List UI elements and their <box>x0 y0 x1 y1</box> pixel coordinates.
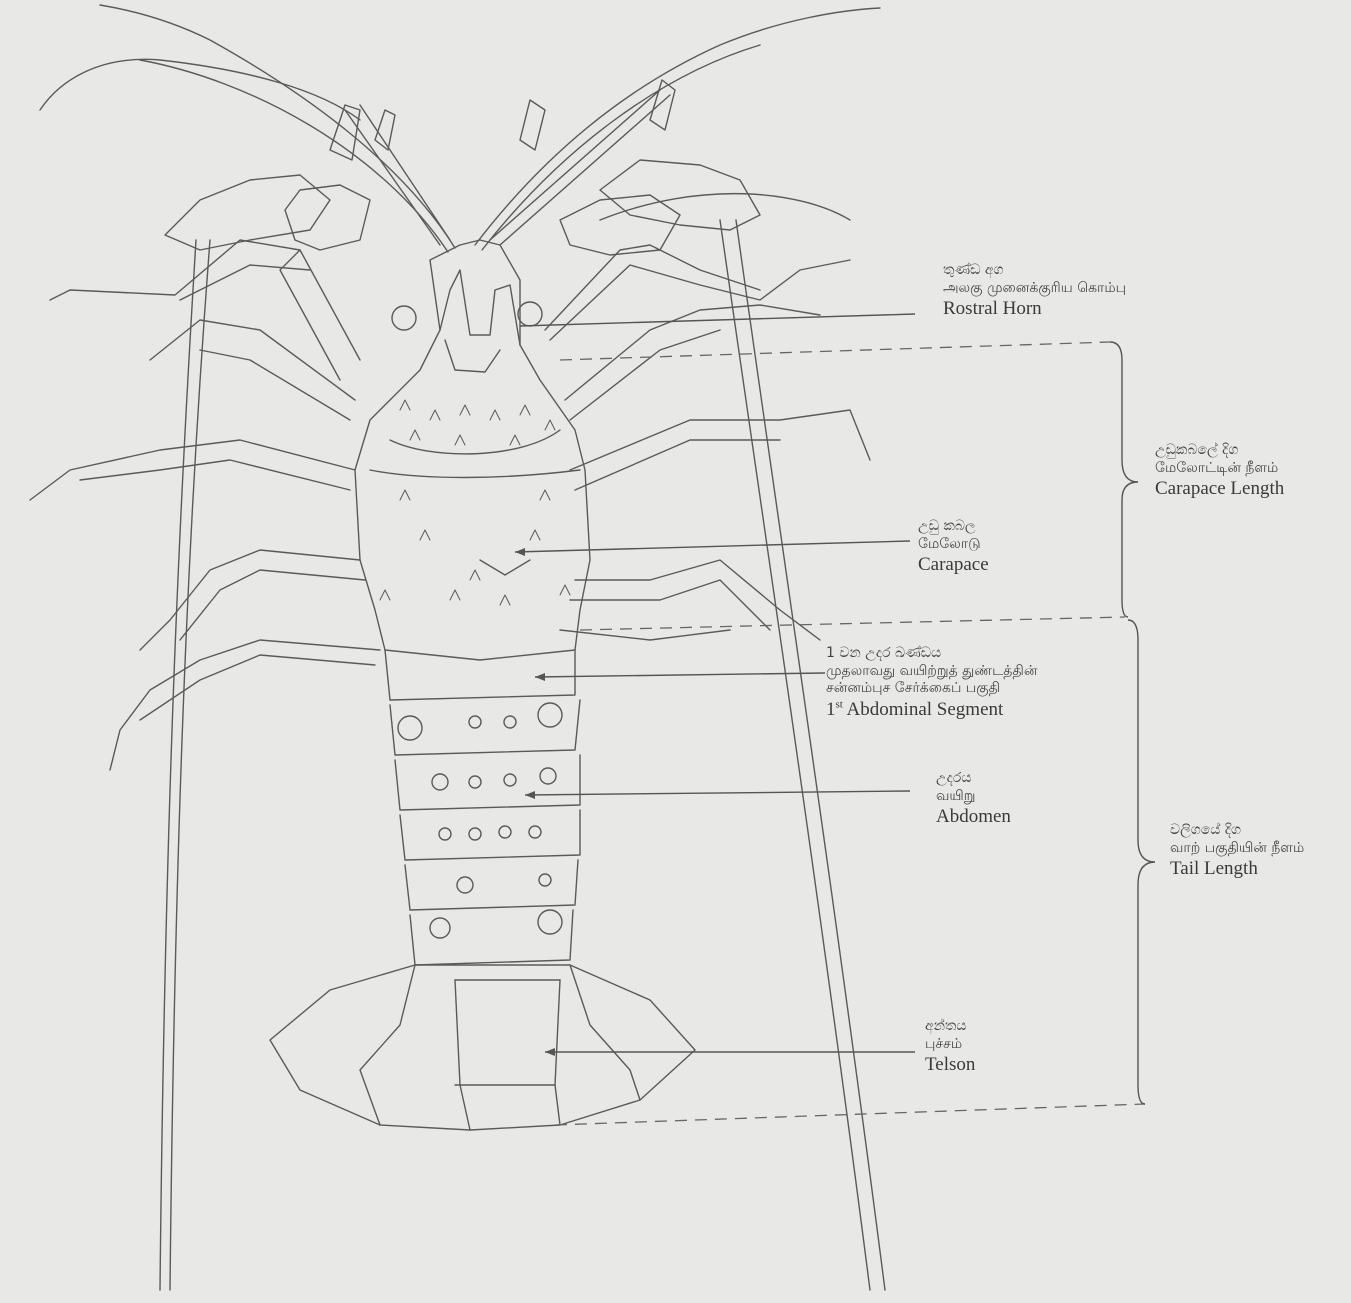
rostral-horn-pointer <box>520 314 915 326</box>
tail-length-tamil: வாற் பகுதியின் நீளம் <box>1170 840 1304 858</box>
carapace-length-tamil: மேலோட்டின் நீளம் <box>1155 460 1284 478</box>
carapace-length-brace <box>1110 342 1138 617</box>
left-legs <box>30 240 380 770</box>
tail-length-english: Tail Length <box>1170 857 1304 881</box>
carapace-outline <box>355 240 590 660</box>
carapace-english: Carapace <box>918 553 989 577</box>
first-abdominal-segment-english: 1st Abdominal Segment <box>826 698 1037 722</box>
first-abdominal-segment-label: 1 වන උදර ඛණ්ඩය முதலாவது வயிற்றுத் துண்டத… <box>826 645 1037 721</box>
abdomen-tamil: வயிறு <box>936 788 1011 806</box>
tail-fan <box>270 965 695 1130</box>
carapace-start-dashed-line <box>560 342 1110 360</box>
rostral-horn-english: Rostral Horn <box>943 297 1126 321</box>
carapace-length-label: උඩුකබලේ දිග மேலோட்டின் நீளம் Carapace Le… <box>1155 442 1284 501</box>
tail-length-label: වලිගයේ දිග வாற் பகுதியின் நீளம் Tail Len… <box>1170 822 1304 881</box>
right-antenna <box>475 8 885 1290</box>
rostral-horn-tamil: அலகு முனைக்குரிய கொம்பு <box>943 280 1126 298</box>
first-abdominal-segment-tamil-1: முதலாவது வயிற்றுத் துண்டத்தின் <box>826 663 1037 681</box>
abdomen-english: Abdomen <box>936 805 1011 829</box>
carapace-length-sinhala: උඩුකබලේ දිග <box>1155 442 1284 460</box>
abdominal-segment-pointer <box>535 673 825 677</box>
rostral-horn-label: තුණ්ඩ අග அலகு முனைக்குரிய கொம்பு Rostral… <box>943 262 1126 321</box>
tail-end-dashed-line <box>555 1104 1145 1125</box>
telson-sinhala: අන්තය <box>925 1018 975 1036</box>
carapace-end-dashed-line <box>580 617 1125 630</box>
rostral-horn-sinhala: තුණ්ඩ අග <box>943 262 1126 280</box>
carapace-tamil: மேலோடு <box>918 536 989 554</box>
carapace-pointer <box>515 541 910 552</box>
abdomen-pointer <box>525 791 910 795</box>
right-legs <box>545 245 870 640</box>
carapace-length-english: Carapace Length <box>1155 477 1284 501</box>
abdomen-label: උදරය வயிறு Abdomen <box>936 770 1011 829</box>
abdominal-segments <box>385 650 580 965</box>
abdomen-sinhala: උදරය <box>936 770 1011 788</box>
carapace-sinhala: උඩු කබල <box>918 518 989 536</box>
left-antenna <box>40 5 455 1290</box>
first-abdominal-segment-tamil-2: சன்னம்புச சேர்க்கைப் பகுதி <box>826 680 1037 698</box>
antennal-bases <box>165 80 760 255</box>
carapace-label: උඩු කබල மேலோடு Carapace <box>918 518 989 577</box>
first-abdominal-segment-sinhala: 1 වන උදර ඛණ්ඩය <box>826 645 1037 663</box>
telson-label: අන්තය புச்சம் Telson <box>925 1018 975 1077</box>
tail-length-brace <box>1128 620 1155 1104</box>
tail-length-sinhala: වලිගයේ දිග <box>1170 822 1304 840</box>
carapace-spines <box>380 400 570 605</box>
telson-english: Telson <box>925 1053 975 1077</box>
telson-tamil: புச்சம் <box>925 1036 975 1054</box>
